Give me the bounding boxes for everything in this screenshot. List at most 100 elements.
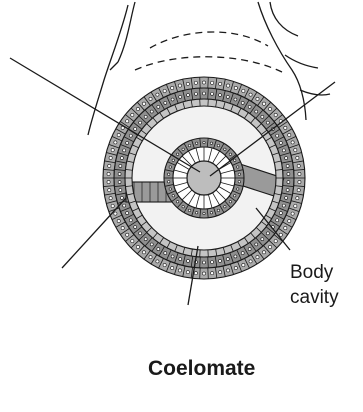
ectoderm-outer-cell-nucleus [298,180,301,183]
ectoderm-outer-cell-nucleus [226,269,229,272]
ectoderm-outer-cell-nucleus [186,271,189,274]
ectoderm-inner-cell-nucleus [266,232,269,235]
ectoderm-outer-cell-nucleus [136,107,139,110]
ectoderm-outer-cell-nucleus [142,251,145,254]
ectoderm-inner-cell-nucleus [211,92,214,95]
gut-outer-cell-nucleus [188,144,190,146]
ectoderm-outer-cell-nucleus [156,260,159,263]
ectoderm-outer-cell-nucleus [126,120,129,123]
gut-outer-cell-nucleus [182,148,184,150]
ectoderm-outer-cell-nucleus [296,197,299,200]
ectoderm-outer-cell-nucleus [262,251,265,254]
gut-outer-cell-nucleus [217,144,219,146]
ectoderm-inner-cell-nucleus [164,252,167,255]
ectoderm-inner-cell-nucleus [134,127,137,130]
ectoderm-inner-cell-nucleus [187,259,190,262]
gut-outer-cell-nucleus [224,206,226,208]
gut-outer-cell-nucleus [182,206,184,208]
ectoderm-outer-cell-nucleus [294,148,297,151]
ectoderm-outer-cell-nucleus [131,239,134,242]
ectoderm-outer-cell-nucleus [186,82,189,85]
ectoderm-outer-cell-nucleus [202,272,205,275]
ectoderm-outer-cell-nucleus [171,266,174,269]
ectoderm-outer-cell-nucleus [149,97,152,100]
ectoderm-outer-cell-nucleus [262,102,265,105]
ectoderm-outer-cell-nucleus [274,239,277,242]
ectoderm-inner-cell-nucleus [157,248,160,251]
ectoderm-outer-cell-nucleus [149,256,152,259]
ectoderm-inner-cell-nucleus [194,92,197,95]
ectoderm-inner-cell-wall [208,257,209,268]
ectoderm-inner-cell-wall [208,88,209,99]
ectoderm-inner-cell-nucleus [234,98,237,101]
ectoderm-inner-cell-nucleus [144,238,147,241]
gut-outer-cell-nucleus [176,201,178,203]
ectoderm-outer-cell-nucleus [117,133,120,136]
ectoderm-outer-cell-nucleus [297,164,300,167]
ectoderm-inner-cell-nucleus [276,134,279,137]
ectoderm-inner-cell-nucleus [126,141,129,144]
ectoderm-outer-cell-nucleus [109,156,112,159]
ectoderm-inner-cell-nucleus [285,196,288,199]
ectoderm-inner-cell-nucleus [241,252,244,255]
ectoderm-inner-cell-nucleus [164,101,167,104]
ectoderm-outer-cell-nucleus [291,212,294,215]
gut-outer-cell-nucleus [224,148,226,150]
ectoderm-outer-cell-nucleus [297,189,300,192]
gut-outer-cell-nucleus [176,153,178,155]
ectoderm-inner-cell-nucleus [282,204,285,207]
ectoderm-inner-cell-nucleus [171,98,174,101]
ectoderm-inner-cell-nucleus [255,110,258,113]
ectoderm-outer-cell-nucleus [288,133,291,136]
gut-outer-cell-nucleus [229,201,231,203]
ectoderm-inner-cell-nucleus [266,121,269,124]
ectoderm-inner-cell-wall [200,257,201,268]
ectoderm-outer-cell-nucleus [111,204,114,207]
body-left-edge [88,5,128,135]
ectoderm-inner-cell-nucleus [285,157,288,160]
ectoderm-outer-cell-nucleus [114,212,117,215]
ectoderm-inner-cell-nucleus [179,258,182,261]
diagram-title: Coelomate [148,357,255,380]
ectoderm-outer-cell-nucleus [202,81,205,84]
gut-outer-cell-nucleus [203,141,205,143]
ectoderm-outer-cell-nucleus [114,141,117,144]
ectoderm-outer-cell-nucleus [107,172,110,175]
ectoderm-inner-cell-nucleus [129,134,132,137]
ectoderm-inner-cell-nucleus [171,255,174,258]
body-cavity-label-line1: Body [290,262,334,283]
gut-outer-cell-nucleus [210,212,212,214]
ectoderm-outer-cell-nucleus [163,263,166,266]
ectoderm-inner-cell-nucleus [120,196,123,199]
leader-line-left [62,198,126,268]
ectoderm-inner-cell-nucleus [248,105,251,108]
ectoderm-outer-cell-nucleus [210,272,213,275]
ectoderm-inner-cell-nucleus [279,141,282,144]
ectoderm-outer-cell-nucleus [156,93,159,96]
gut-outer-cell-nucleus [217,209,219,211]
ectoderm-inner-cell-nucleus [134,226,137,229]
ectoderm-outer-cell-nucleus [268,107,271,110]
ectoderm-inner-cell-nucleus [287,172,290,175]
ectoderm-outer-cell-nucleus [142,102,145,105]
ectoderm-inner-cell-nucleus [286,189,289,192]
ectoderm-outer-cell-nucleus [109,197,112,200]
ectoderm-inner-cell-nucleus [282,149,285,152]
ectoderm-outer-cell-nucleus [298,172,301,175]
ectoderm-inner-cell-nucleus [226,95,229,98]
ectoderm-outer-cell-nucleus [108,164,111,167]
ectoderm-inner-cell-nucleus [261,115,264,118]
ectoderm-inner-cell-nucleus [261,238,264,241]
gut-outer-cell-nucleus [167,181,169,183]
gut-outer-cell-nucleus [234,195,236,197]
gut-outer-cell-nucleus [169,166,171,168]
ectoderm-inner-cell-nucleus [241,101,244,104]
ectoderm-inner-cell-nucleus [119,164,122,167]
gut-outer-cell-nucleus [237,166,239,168]
ectoderm-outer-cell-nucleus [219,82,222,85]
ectoderm-outer-cell-nucleus [107,180,110,183]
gut-outer-cell-nucleus [167,173,169,175]
ectoderm-outer-cell-nucleus [274,113,277,116]
ectoderm-outer-cell-nucleus [234,266,237,269]
